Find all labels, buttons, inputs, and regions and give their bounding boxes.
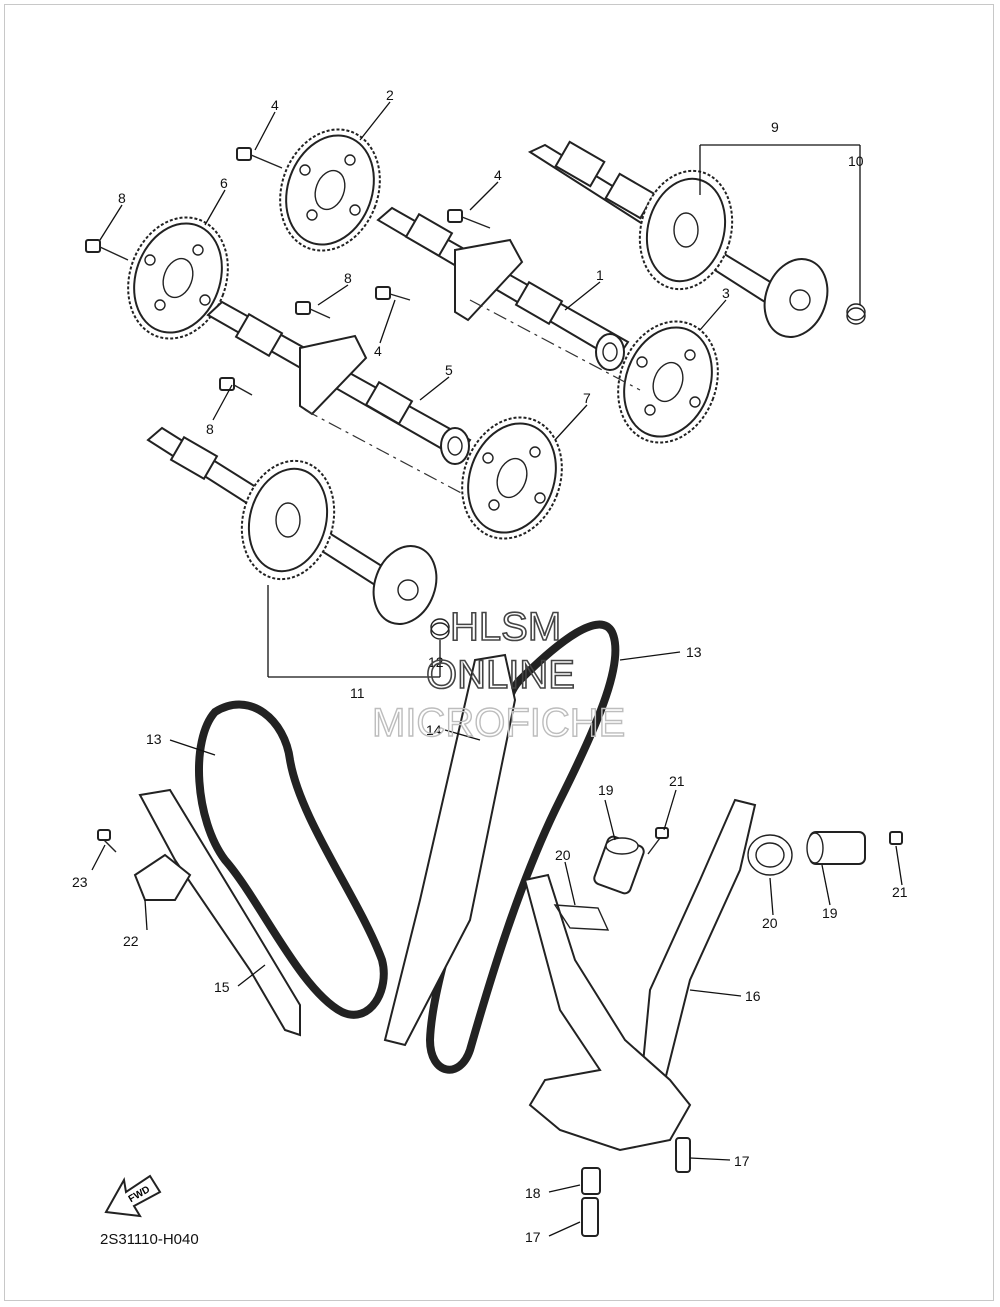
bolt-4-mid	[447, 209, 491, 229]
leader-lines	[91, 101, 903, 1237]
bolt-17-upper	[675, 1137, 691, 1173]
tensioner-19-left	[593, 835, 645, 895]
callout-4b: 4	[494, 167, 502, 183]
callout-14: 14	[426, 722, 442, 738]
bolt-8-mid	[295, 301, 331, 319]
watermark-line-3: MICROFICHE	[372, 701, 625, 745]
callout-20a: 20	[555, 847, 571, 863]
diagram-frame	[4, 4, 994, 1301]
callout-18: 18	[525, 1185, 541, 1201]
tensioner-arm	[523, 873, 692, 1152]
callout-12: 12	[428, 654, 444, 670]
diagram-part-code: 2S31110-H040	[100, 1231, 199, 1248]
camshaft-5	[206, 300, 472, 465]
bolt-21-left	[647, 827, 669, 855]
callout-21b: 21	[892, 884, 908, 900]
callout-22: 22	[123, 933, 139, 949]
bracket-22	[133, 853, 192, 901]
callout-8a: 8	[118, 190, 126, 206]
callout-16: 16	[745, 988, 761, 1004]
chain-guide-14	[383, 653, 517, 1047]
callout-10: 10	[848, 153, 864, 169]
callout-8b: 8	[344, 270, 352, 286]
callout-2: 2	[386, 87, 394, 103]
camshaft-assembly-11	[146, 426, 438, 625]
timing-chain-13-left	[195, 700, 388, 1019]
gasket-20-left	[553, 904, 610, 931]
camshaft-sprocket-2	[279, 128, 381, 252]
callout-17a: 17	[734, 1153, 750, 1169]
callout-13b: 13	[146, 731, 162, 747]
chain-guide-15	[138, 788, 301, 1037]
camshaft-sprocket-3	[617, 320, 719, 444]
camshaft-assembly-9	[527, 140, 829, 338]
callout-9: 9	[771, 119, 779, 135]
bolt-8-lower	[219, 377, 253, 396]
callout-11: 11	[350, 685, 365, 701]
watermark-line-1: HLSM	[450, 605, 561, 649]
bolt-21-right	[889, 831, 903, 845]
callout-3: 3	[722, 285, 730, 301]
callouts: 4 2 6 8 4 9 10 1 3 8 4 5 8 7 12 11 13 13…	[72, 87, 908, 1245]
watermark: HLSM ONLINE MICROFICHE	[371, 604, 626, 746]
callout-15: 15	[214, 979, 230, 995]
callout-20b: 20	[762, 915, 778, 931]
callout-1: 1	[596, 267, 604, 283]
spring-12	[430, 618, 450, 640]
callout-19a: 19	[598, 782, 614, 798]
collar-18	[581, 1167, 601, 1195]
callout-13a: 13	[686, 644, 702, 660]
bolt-8-upper	[85, 239, 129, 261]
callout-4a: 4	[271, 97, 279, 113]
bolt-4-lower	[375, 286, 411, 301]
camshaft-sprocket-6	[127, 216, 229, 340]
fwd-arrow-icon: FWD	[104, 1174, 162, 1218]
callout-5: 5	[445, 362, 453, 378]
watermark-line-2: ONLINE	[426, 653, 575, 697]
callout-23: 23	[72, 874, 88, 890]
camshaft-sprocket-7	[461, 416, 563, 540]
callout-6: 6	[220, 175, 228, 191]
camshaft-1	[376, 206, 630, 371]
callout-8c: 8	[206, 421, 214, 437]
bolt-23	[97, 829, 117, 853]
gasket-20-right	[747, 834, 793, 876]
callout-21a: 21	[669, 773, 685, 789]
tensioner-19-right	[806, 831, 866, 865]
spring-10	[846, 303, 866, 325]
callout-19b: 19	[822, 905, 838, 921]
callout-17b: 17	[525, 1229, 541, 1245]
callout-7: 7	[583, 390, 591, 406]
bolt-4-upper	[236, 147, 283, 169]
chain-guide-16	[638, 798, 757, 1102]
alignment-line-1	[469, 299, 641, 391]
callout-4c: 4	[374, 343, 382, 359]
bolt-17-lower	[581, 1197, 599, 1237]
alignment-line-2	[304, 409, 466, 496]
